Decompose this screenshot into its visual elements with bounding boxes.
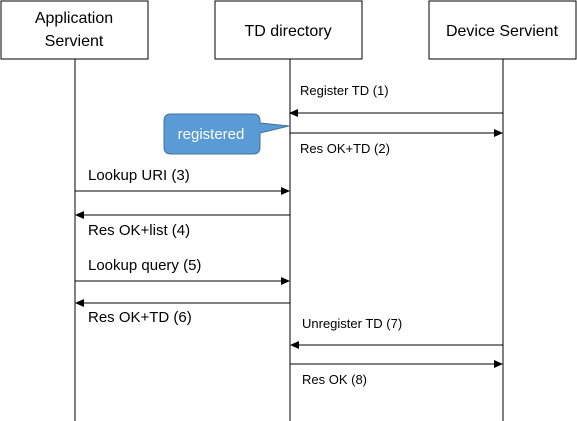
message-res-ok-td-2: Res OK+TD (2): [290, 129, 503, 156]
registered-callout-label: registered: [178, 126, 245, 143]
participant-application-label-line1: Application: [35, 10, 113, 27]
message-lookup-query: Lookup query (5): [75, 257, 290, 285]
participant-device-servient-label: Device Servient: [446, 23, 559, 40]
message-res-ok-list: Res OK+list (4): [75, 211, 290, 239]
registered-callout: registered: [163, 113, 290, 155]
participant-application-label-line2: Servient: [45, 33, 104, 50]
message-res-ok-td-6-label: Res OK+TD (6): [88, 309, 192, 326]
participant-device-servient: Device Servient: [428, 0, 577, 60]
message-register-td-label: Register TD (1): [300, 83, 389, 98]
participant-td-directory-label: TD directory: [244, 23, 331, 40]
message-res-ok-8: Res OK (8): [290, 360, 503, 387]
message-res-ok-td-2-label: Res OK+TD (2): [300, 141, 390, 156]
message-res-ok-8-label: Res OK (8): [302, 372, 367, 387]
message-register-td: Register TD (1): [289, 83, 503, 117]
participant-td-directory: TD directory: [214, 0, 363, 60]
message-lookup-query-label: Lookup query (5): [88, 257, 201, 274]
message-lookup-uri: Lookup URI (3): [75, 167, 290, 195]
participant-application-servient: Application Servient: [0, 0, 149, 60]
message-lookup-uri-label: Lookup URI (3): [88, 167, 190, 184]
message-unregister-td-label: Unregister TD (7): [302, 316, 402, 331]
message-res-ok-list-label: Res OK+list (4): [88, 222, 190, 239]
message-res-ok-td-6: Res OK+TD (6): [75, 299, 290, 326]
message-unregister-td: Unregister TD (7): [290, 316, 503, 349]
